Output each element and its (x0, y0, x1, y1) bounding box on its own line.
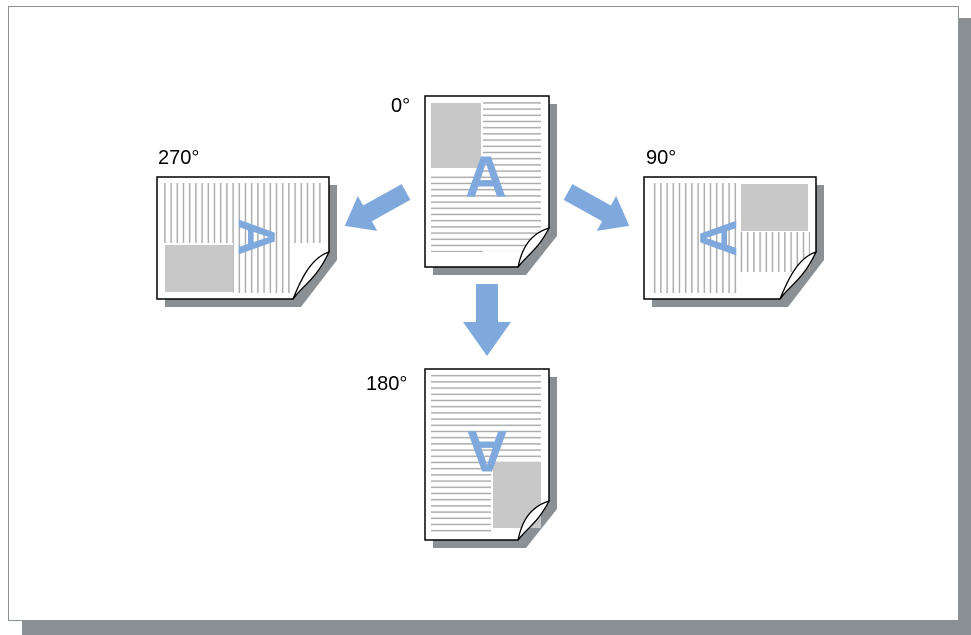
arrow-to-90 (563, 184, 630, 231)
arrow-to-270 (344, 184, 411, 231)
image-block (165, 245, 233, 292)
page-180deg: A (424, 368, 557, 548)
page-90deg: A (643, 176, 824, 307)
label-270deg: 270° (158, 147, 199, 169)
page-270deg: A (156, 176, 337, 307)
image-block (431, 103, 481, 168)
glyph-a-90: A (690, 219, 748, 257)
label-90deg: 90° (646, 147, 676, 169)
glyph-a-270: A (227, 218, 285, 256)
image-block (741, 184, 808, 231)
glyph-a-180: A (466, 418, 508, 483)
label-0deg: 0° (391, 95, 410, 117)
arrow-to-180 (463, 284, 511, 356)
label-180deg: 180° (366, 373, 407, 395)
glyph-a-0: A (465, 145, 507, 210)
page-0deg: A (424, 95, 557, 275)
